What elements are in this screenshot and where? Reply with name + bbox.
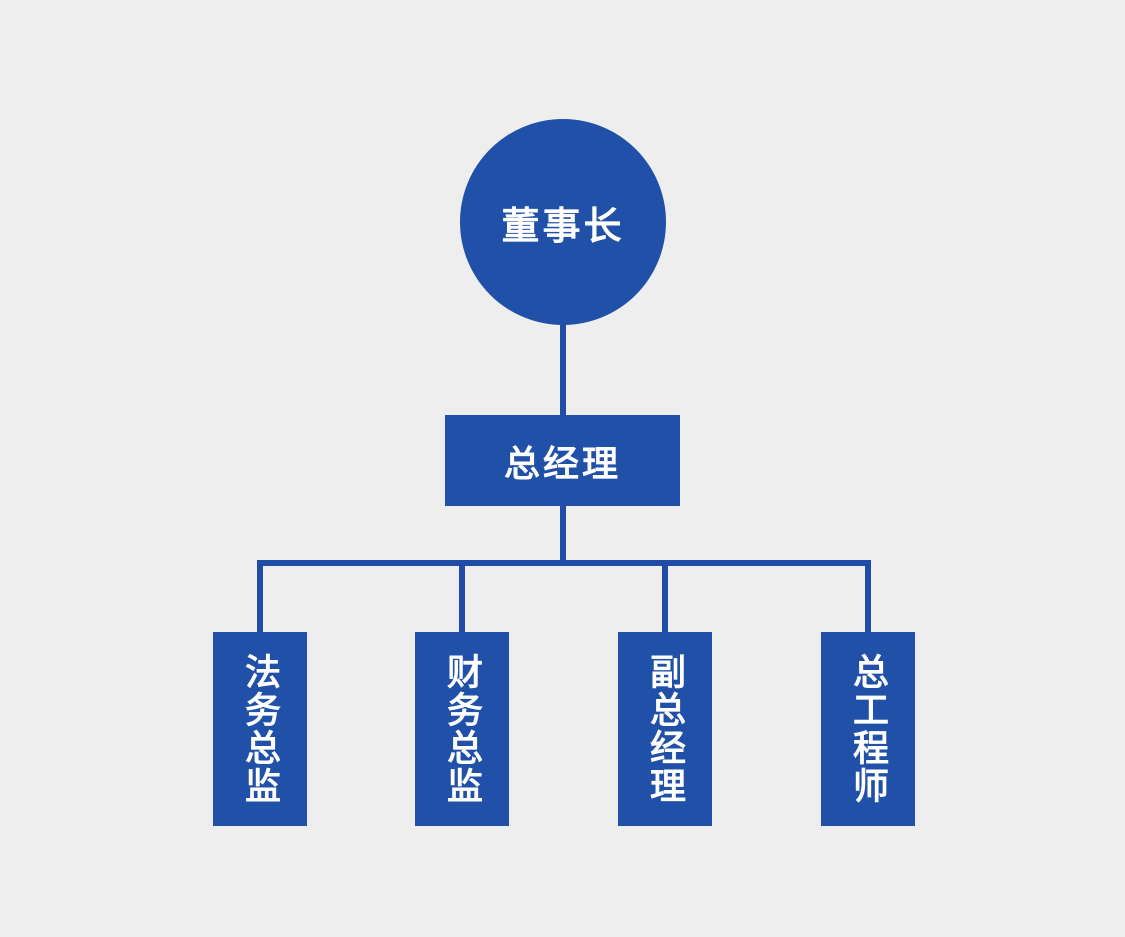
org-node-chairman[interactable]: 董事长 [460, 119, 666, 325]
finance-director-label: 财务总监 [442, 653, 483, 805]
connector-drop-legal-director [257, 560, 263, 632]
org-node-finance-director[interactable]: 财务总监 [415, 632, 509, 826]
connector-horizontal-bus [257, 560, 871, 566]
legal-director-label: 法务总监 [240, 653, 281, 805]
chairman-label: 董事长 [501, 205, 625, 248]
chief-engineer-label: 总工程师 [848, 653, 889, 805]
connector-drop-deputy-gm [662, 560, 668, 632]
org-node-legal-director[interactable]: 法务总监 [213, 632, 307, 826]
connector-drop-finance-director [459, 560, 465, 632]
org-node-deputy-gm[interactable]: 副总经理 [618, 632, 712, 826]
connector-drop-chief-engineer [865, 560, 871, 632]
org-node-chief-engineer[interactable]: 总工程师 [821, 632, 915, 826]
deputy-gm-label: 副总经理 [645, 653, 686, 805]
connector-gm-to-bus [560, 506, 566, 564]
org-node-general-manager[interactable]: 总经理 [445, 415, 680, 506]
general-manager-label: 总经理 [503, 442, 621, 484]
connector-chairman-to-gm [560, 322, 566, 417]
